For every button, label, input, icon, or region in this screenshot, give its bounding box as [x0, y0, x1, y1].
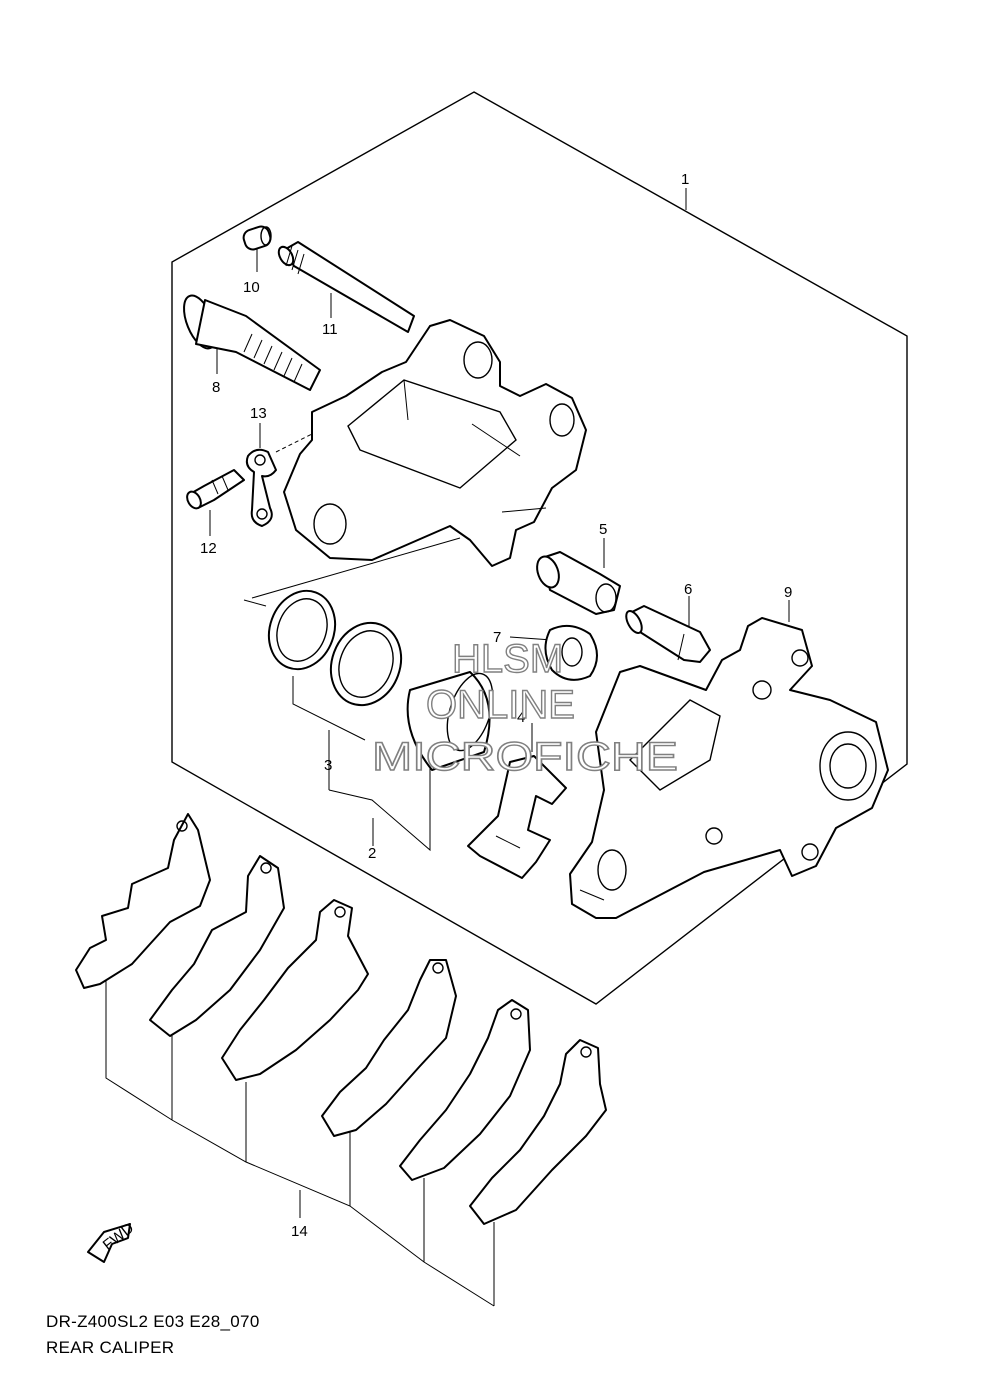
part-5-sleeve	[536, 551, 621, 615]
watermark-line-1: HLSM	[452, 637, 563, 681]
part-13-bracket	[245, 431, 317, 527]
watermark: HLSM ONLINE MICROFICHE	[371, 636, 678, 779]
fwd-label: FWD	[100, 1219, 138, 1254]
callout-5: 5	[599, 521, 607, 538]
part-12-bleeder	[186, 469, 245, 510]
callout-6: 6	[684, 581, 692, 598]
diagram-title: REAR CALIPER	[46, 1338, 175, 1357]
callout-13: 13	[250, 405, 267, 422]
model-code: DR-Z400SL2 E03 E28_070	[46, 1312, 260, 1331]
part-11-pin	[277, 241, 415, 333]
part-14-pads	[75, 813, 607, 1225]
fwd-arrow-icon: FWD	[87, 1219, 138, 1263]
callout-10: 10	[243, 279, 260, 296]
leader-lines	[105, 188, 790, 1307]
part-9-bracket	[569, 617, 889, 919]
part-2-piston	[406, 671, 494, 771]
part-8-bolt	[183, 294, 321, 391]
assembly-frame	[171, 91, 908, 1005]
watermark-line-2: ONLINE	[426, 683, 575, 727]
part-4-spring	[467, 755, 567, 879]
callout-8: 8	[212, 379, 220, 396]
part-6-pinbolt	[625, 605, 711, 663]
callout-14: 14	[291, 1223, 308, 1240]
callout-2: 2	[368, 845, 376, 862]
callout-1: 1	[681, 171, 689, 188]
callout-12: 12	[200, 540, 217, 557]
callout-7: 7	[493, 629, 501, 646]
part-7-boot	[544, 624, 598, 681]
callout-4: 4	[517, 709, 525, 726]
callout-9: 9	[784, 584, 792, 601]
part-10-cap	[242, 225, 272, 251]
part-3-seals	[267, 589, 403, 707]
callout-numbers: 1 2 3 4 5 6 7 8 9 10 11 12 13 14	[200, 171, 792, 1240]
caliper-housing	[243, 319, 587, 607]
watermark-line-3: MICROFICHE	[372, 735, 678, 779]
callout-3: 3	[324, 757, 332, 774]
callout-11: 11	[322, 321, 338, 338]
